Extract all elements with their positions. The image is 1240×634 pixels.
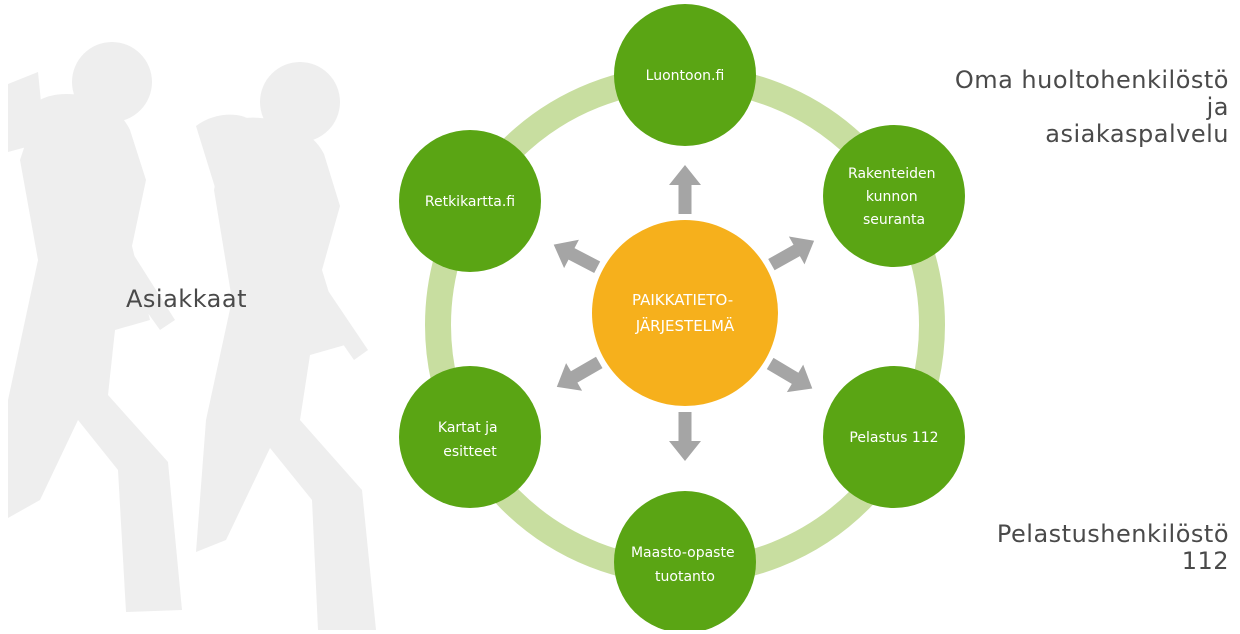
svg-text:PAIKKATIETO- JÄRJESTEL: PAIKKATIETO- JÄRJESTELMÄ: [632, 291, 738, 335]
maintenance-label-line-3: asiakaspalvelu: [1045, 120, 1229, 148]
node-retkikartta: Retkikartta.fi: [399, 130, 541, 272]
maintenance-label-line-1: Oma huoltohenkilöstö: [954, 66, 1229, 94]
node-rakenteiden-line-2: kunnon: [866, 189, 918, 205]
arrow-icon-pelastus: [766, 357, 813, 393]
svg-text:Rakenteiden kunnon: Rakenteiden kunnon seuranta: [848, 166, 940, 228]
svg-text:Maasto-opaste tuotanto: Maasto-opaste tuotanto: [631, 545, 739, 585]
svg-text:Kartat ja esitteet: Kartat ja esitteet: [438, 420, 502, 460]
node-kartat: Kartat ja esitteet: [399, 366, 541, 508]
maintenance-label-line-2: ja: [1206, 93, 1229, 121]
node-luontoon-line-1: Luontoon.fi: [646, 68, 725, 84]
arrows-group: [553, 165, 815, 461]
node-rakenteiden-line-3: seuranta: [863, 212, 925, 228]
node-maasto-line-2: tuotanto: [655, 569, 715, 585]
node-maasto-line-1: Maasto-opaste: [631, 545, 735, 561]
node-maasto: Maasto-opaste tuotanto: [614, 491, 756, 633]
svg-text:Pelastus 112: Pelastus 112: [849, 430, 938, 446]
node-kartat-line-1: Kartat ja: [438, 420, 498, 436]
maintenance-label: Oma huoltohenkilöstö ja asiakaspalvelu: [909, 67, 1229, 148]
node-retkikartta-line-1: Retkikartta.fi: [425, 194, 515, 210]
rescue-label-line-2: 112: [1181, 547, 1229, 575]
rescue-label: Pelastushenkilöstö 112: [909, 521, 1229, 575]
node-kartat-line-2: esitteet: [443, 444, 497, 460]
node-pelastus-line-1: Pelastus 112: [849, 430, 938, 446]
node-luontoon: Luontoon.fi: [614, 4, 756, 146]
arrow-icon-maasto: [669, 412, 701, 461]
arrow-icon-luontoon: [669, 165, 701, 214]
arrow-icon-kartat: [556, 356, 603, 391]
node-pelastus: Pelastus 112: [823, 366, 965, 508]
node-rakenteiden: Rakenteiden kunnon seuranta: [823, 125, 965, 267]
arrow-icon-rakenteiden: [768, 236, 815, 271]
center-line-1: PAIKKATIETO-: [632, 291, 733, 309]
center-node: PAIKKATIETO- JÄRJESTELMÄ: [592, 220, 778, 406]
customers-label: Asiakkaat: [126, 285, 247, 313]
hikers-silhouette-icon: [8, 42, 376, 630]
center-circle: [592, 220, 778, 406]
node-rakenteiden-line-1: Rakenteiden: [848, 166, 935, 182]
center-line-2: JÄRJESTELMÄ: [635, 316, 735, 335]
rescue-label-line-1: Pelastushenkilöstö: [996, 520, 1229, 548]
svg-text:Retkikartta.fi: Retkikartta.fi: [425, 194, 515, 210]
arrow-icon-retkikartta: [553, 239, 601, 273]
svg-text:Luontoon.fi: Luontoon.fi: [646, 68, 725, 84]
